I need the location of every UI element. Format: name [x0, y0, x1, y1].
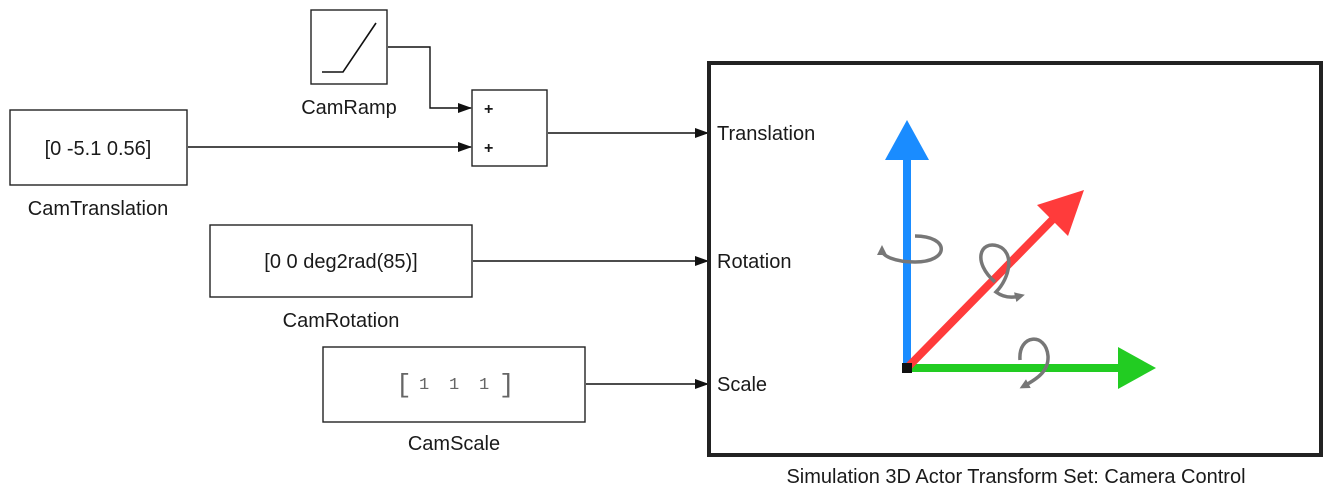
- x-axis-arrowhead: [1118, 347, 1156, 389]
- port-label-translation: Translation: [717, 123, 815, 145]
- cam-scale-value-3: 1: [479, 376, 489, 395]
- cam-scale-value-1: 1: [419, 376, 429, 395]
- cam-scale-block[interactable]: [ 1 1 1 ] CamScale: [322, 346, 586, 455]
- cam-translation-value: [0 -5.1 0.56]: [45, 138, 152, 160]
- cam-rotation-label: CamRotation: [283, 310, 400, 332]
- cam-rotation-block[interactable]: [0 0 deg2rad(85)] CamRotation: [209, 224, 473, 332]
- z-axis-arrowhead: [885, 120, 929, 160]
- cam-ramp-block[interactable]: CamRamp: [301, 9, 397, 119]
- x-rotation-arrow: [1018, 337, 1050, 389]
- sum-port-2-sign: +: [484, 140, 493, 157]
- cam-scale-value-2: 1: [449, 376, 459, 395]
- sum-block[interactable]: + +: [471, 89, 548, 167]
- cam-scale-close-bracket: ]: [499, 370, 515, 400]
- z-rotation-arrow: [877, 234, 943, 264]
- y-rotation-arrow: [979, 243, 1025, 303]
- cam-translation-block[interactable]: [0 -5.1 0.56] CamTranslation: [9, 109, 188, 220]
- ramp-icon: [322, 22, 377, 73]
- cam-rotation-value: [0 0 deg2rad(85)]: [264, 251, 417, 273]
- axes-transform-icon: [877, 120, 1156, 389]
- y-axis-arrowhead: [1037, 190, 1084, 236]
- actor-block-label: Simulation 3D Actor Transform Set: Camer…: [786, 466, 1245, 488]
- cam-ramp-label: CamRamp: [301, 97, 397, 119]
- cam-scale-label: CamScale: [408, 433, 500, 455]
- cam-scale-open-bracket: [: [396, 370, 412, 400]
- port-label-scale: Scale: [717, 374, 767, 396]
- sum-port-1-sign: +: [484, 101, 493, 118]
- cam-translation-label: CamTranslation: [28, 198, 168, 220]
- signal-lines: [188, 46, 709, 389]
- actor-transform-set-block[interactable]: Translation Rotation Scale Simulation 3D…: [707, 61, 1323, 488]
- port-label-rotation: Rotation: [717, 251, 792, 273]
- signal-ramp-to-sum[interactable]: [388, 46, 472, 113]
